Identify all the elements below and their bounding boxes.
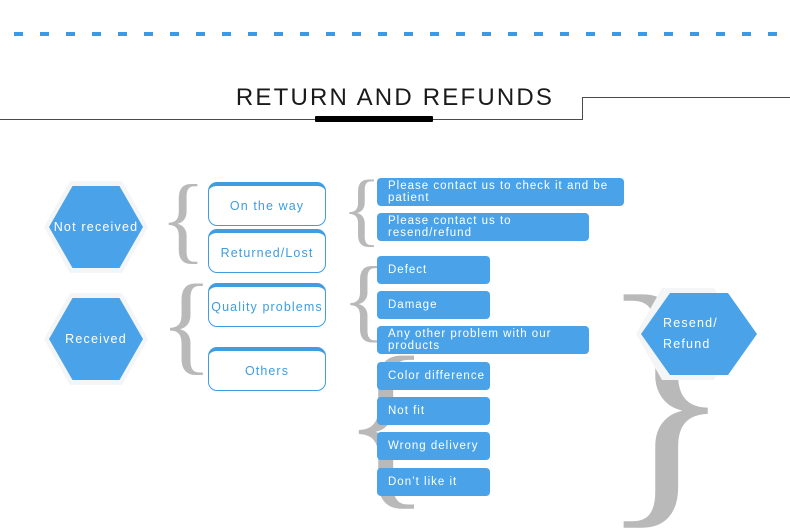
node-damage[interactable]: Damage (377, 291, 490, 319)
node-others[interactable]: Others (208, 347, 326, 391)
header-rule-step (582, 97, 583, 120)
node-defect[interactable]: Defect (377, 256, 490, 284)
node-defect-label: Defect (388, 264, 428, 276)
node-resend-refund-line2: Refund (663, 337, 711, 351)
node-color-difference[interactable]: Color difference (377, 362, 490, 390)
node-not-fit[interactable]: Not fit (377, 397, 490, 425)
node-contact-check-patient[interactable]: Please contact us to check it and be pat… (377, 178, 624, 206)
node-resend-refund-label: Resend/ Refund (663, 313, 718, 354)
top-dotted-divider (14, 32, 782, 36)
node-not-fit-label: Not fit (388, 405, 426, 417)
node-damage-label: Damage (388, 299, 438, 311)
node-contact-check-patient-label: Please contact us to check it and be pat… (388, 180, 609, 204)
node-contact-resend-refund-label: Please contact us to resend/refund (388, 215, 512, 239)
node-any-other-problem[interactable]: Any other problem with our products (377, 326, 589, 354)
header-rule-left (0, 119, 583, 120)
node-wrong-delivery[interactable]: Wrong delivery (377, 432, 490, 460)
header-rule-right (582, 97, 790, 98)
node-on-the-way-label: On the way (229, 198, 305, 213)
node-returned-lost-label: Returned/Lost (220, 245, 314, 260)
node-not-received-label: Not received (53, 219, 139, 234)
node-received-label: Received (65, 331, 127, 346)
node-wrong-delivery-label: Wrong delivery (388, 440, 479, 452)
title-underline-bar (315, 116, 433, 122)
node-resend-refund-line1: Resend/ (663, 316, 718, 331)
node-contact-resend-refund[interactable]: Please contact us to resend/refund (377, 213, 589, 241)
node-others-label: Others (244, 363, 290, 378)
page-title: RETURN AND REFUNDS (235, 84, 555, 111)
brace-not-received: { (160, 165, 207, 272)
node-any-other-problem-label: Any other problem with our products (388, 328, 552, 352)
brace-received: { (160, 262, 213, 384)
brace-on-the-way-group: { (342, 163, 382, 254)
node-color-difference-label: Color difference (388, 370, 485, 382)
node-dont-like-it-label: Don’t like it (388, 476, 458, 488)
node-returned-lost[interactable]: Returned/Lost (208, 229, 326, 273)
node-dont-like-it[interactable]: Don’t like it (377, 468, 490, 496)
node-quality-problems[interactable]: Quality problems (208, 283, 326, 327)
node-quality-problems-label: Quality problems (211, 299, 323, 314)
node-on-the-way[interactable]: On the way (208, 182, 326, 226)
node-not-received[interactable]: Not received (49, 186, 143, 268)
